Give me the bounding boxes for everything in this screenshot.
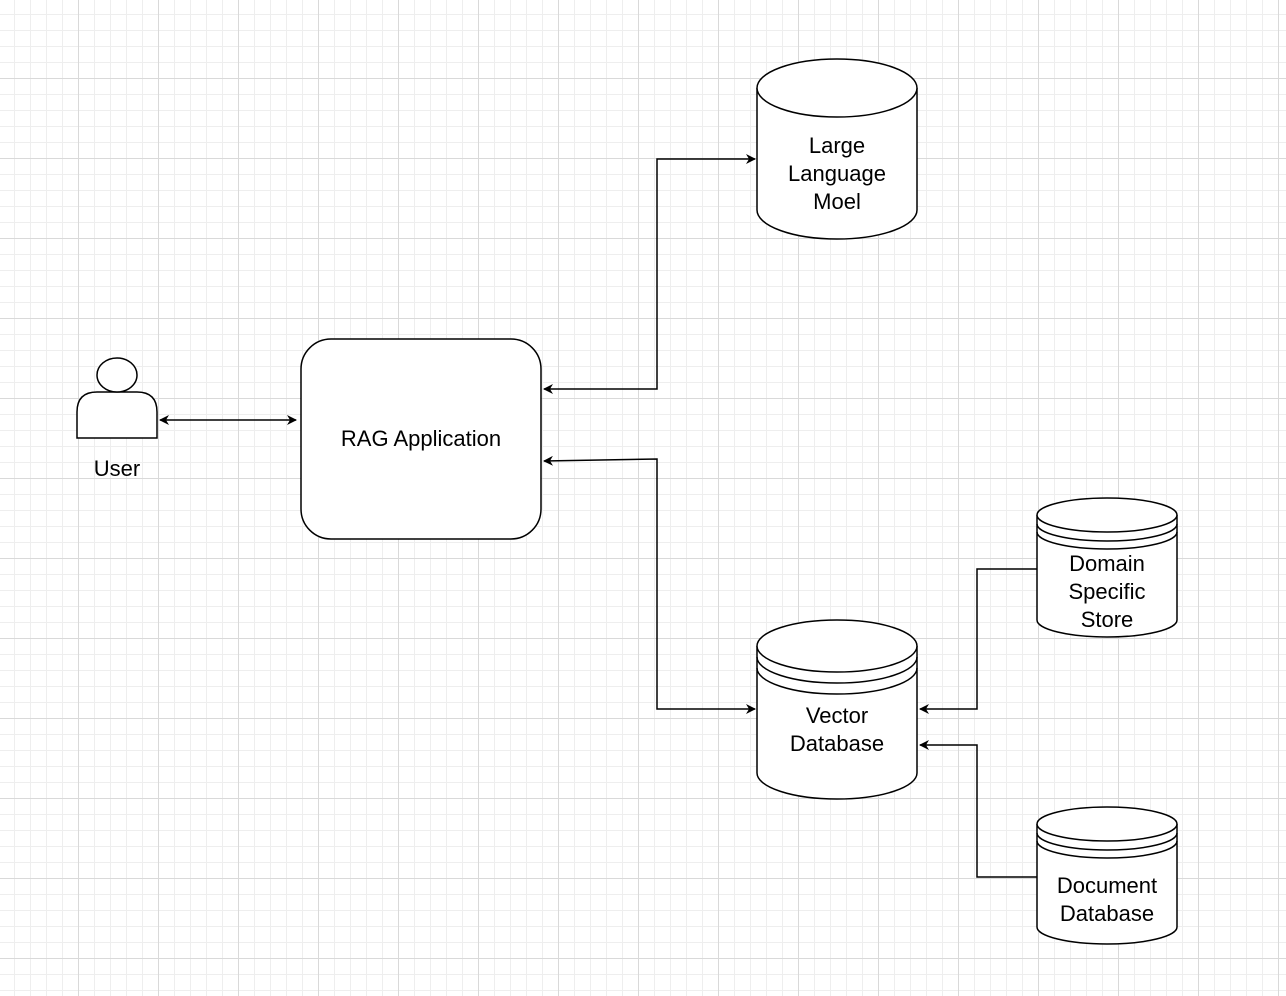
document-db-cylinder[interactable]	[1036, 806, 1178, 945]
edge-rag-llm[interactable]	[543, 154, 756, 394]
edge-document-vector[interactable]	[919, 740, 1037, 878]
domain-store-cylinder[interactable]	[1036, 497, 1178, 638]
user-label: User	[93, 456, 141, 481]
user-icon[interactable]	[76, 357, 158, 439]
document-db-label: Document Database	[1056, 873, 1158, 926]
edge-domain-vector[interactable]	[919, 568, 1037, 714]
vector-db-cylinder[interactable]	[756, 619, 918, 800]
rag-application-label: RAG Application	[340, 426, 502, 451]
llm-label: Large Language Moel	[788, 133, 886, 214]
edge-rag-vector[interactable]	[543, 455, 756, 714]
llm-cylinder[interactable]	[756, 58, 918, 240]
domain-store-label: Domain Specific Store	[1068, 551, 1146, 632]
rag-application-box[interactable]	[300, 338, 542, 540]
vector-db-label: Vector Database	[789, 703, 885, 756]
